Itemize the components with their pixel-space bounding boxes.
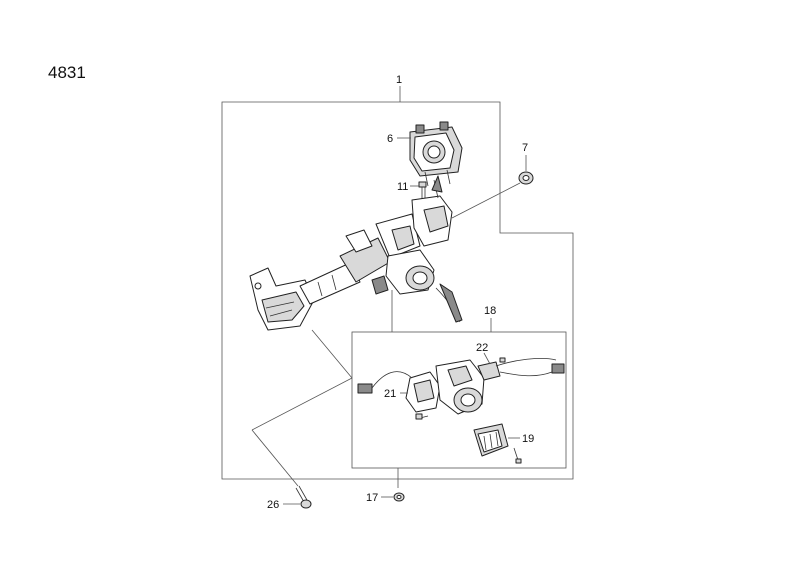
callout-26[interactable]: 26 bbox=[267, 499, 279, 511]
clock-spring-part bbox=[409, 121, 463, 187]
switch-part-22 bbox=[477, 357, 565, 381]
callout-21[interactable]: 21 bbox=[384, 388, 396, 400]
steering-column-part bbox=[249, 175, 463, 331]
callout-1[interactable]: 1 bbox=[396, 74, 402, 86]
diagram-code: 4831 bbox=[48, 63, 86, 82]
ignition-switch-part-21 bbox=[357, 371, 441, 420]
callout-6[interactable]: 6 bbox=[387, 133, 393, 145]
bolt-part-26 bbox=[295, 485, 312, 509]
callout-17[interactable]: 17 bbox=[366, 492, 378, 504]
callout-7[interactable]: 7 bbox=[522, 142, 528, 154]
callout-22[interactable]: 22 bbox=[476, 342, 488, 354]
connector-cover-part-19 bbox=[473, 423, 522, 464]
nut-part-7 bbox=[518, 171, 534, 185]
assembly-frame bbox=[221, 101, 574, 480]
callout-19[interactable]: 19 bbox=[522, 433, 534, 445]
callout-11[interactable]: 11 bbox=[397, 181, 408, 193]
nut-part-17 bbox=[393, 492, 405, 502]
subassembly-frame bbox=[351, 331, 567, 469]
lock-cylinder-part bbox=[435, 359, 485, 415]
callout-18[interactable]: 18 bbox=[484, 305, 496, 317]
